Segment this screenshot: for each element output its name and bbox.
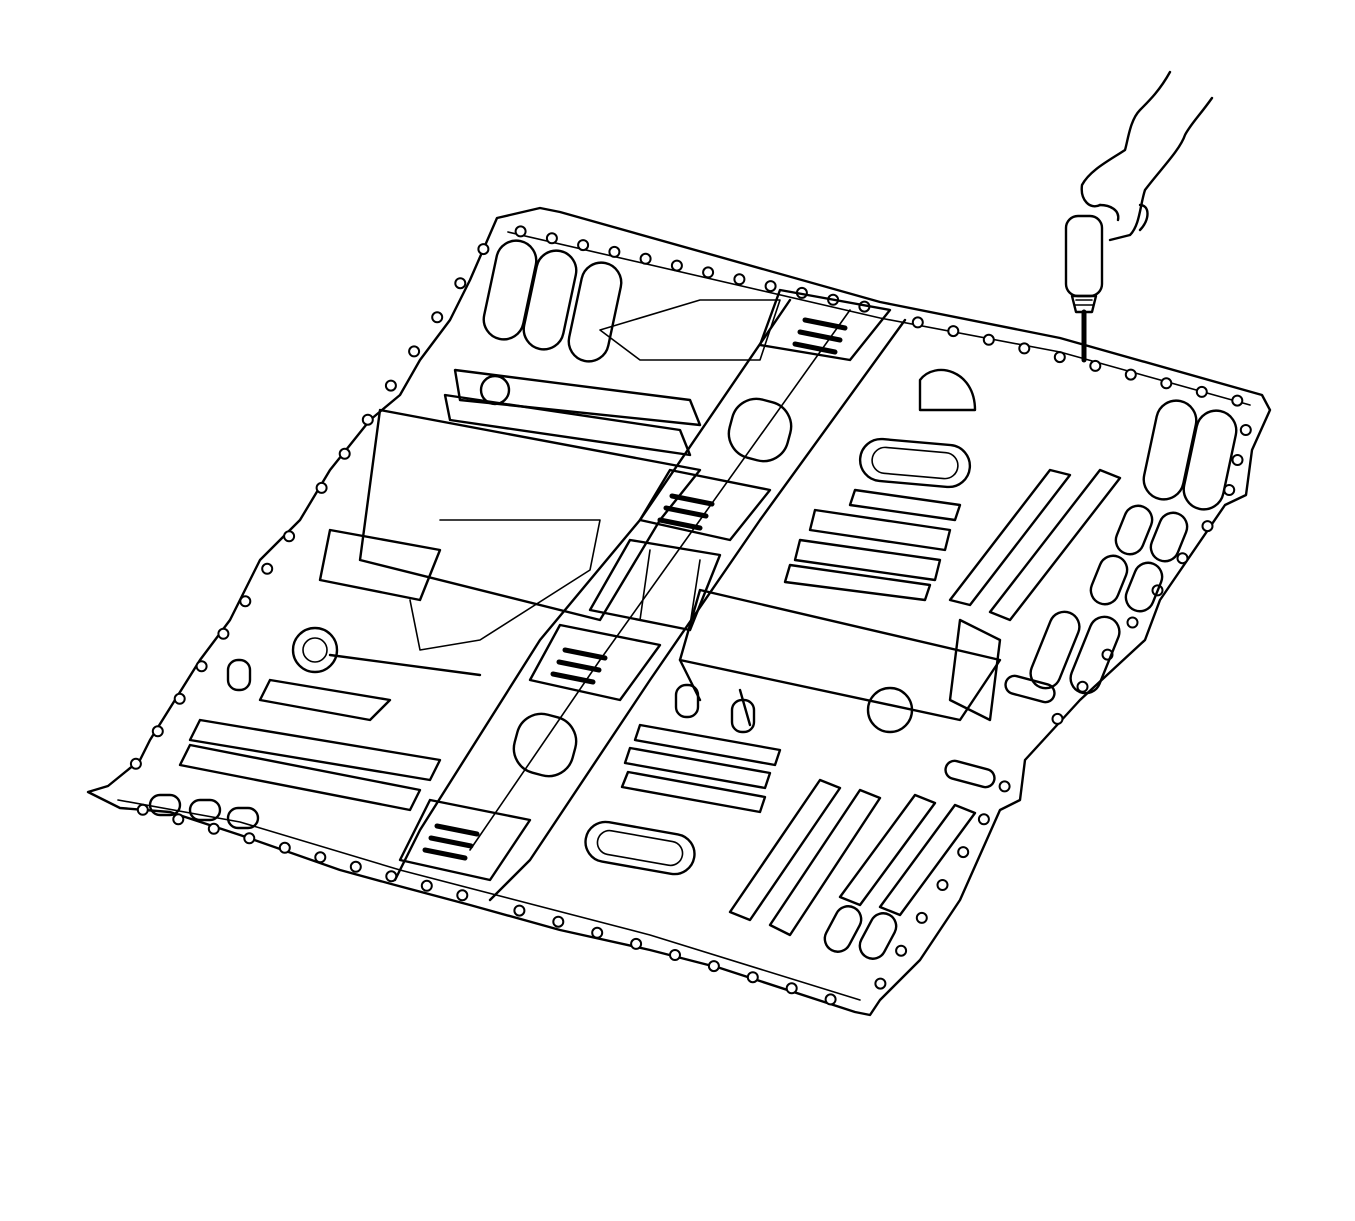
mounting-hole	[261, 562, 274, 575]
mounting-hole	[349, 860, 362, 873]
mounting-hole	[1201, 520, 1214, 533]
right-front-area	[783, 368, 1238, 602]
mounting-hole	[702, 266, 715, 279]
mounting-hole	[630, 937, 643, 950]
mounting-hole	[129, 757, 142, 770]
mounting-hole	[998, 780, 1011, 793]
mounting-hole	[669, 949, 681, 961]
mounting-hole	[1231, 454, 1244, 466]
mounting-hole	[338, 447, 351, 460]
mounting-hole	[911, 316, 924, 329]
mounting-hole	[608, 245, 621, 258]
mounting-hole	[1126, 616, 1139, 629]
mounting-hole	[431, 311, 444, 324]
mounting-hole	[746, 971, 759, 984]
mounting-hole	[239, 595, 252, 608]
mounting-hole	[151, 725, 164, 738]
mounting-hole	[1124, 368, 1137, 381]
mounting-hole	[1053, 351, 1066, 364]
right-diagonal-ribs	[948, 468, 1189, 695]
mounting-hole	[408, 345, 421, 358]
mounting-hole	[1239, 424, 1252, 436]
mounting-hole	[173, 692, 186, 705]
perimeter-holes	[129, 225, 1252, 1006]
mounting-hole	[591, 926, 604, 939]
mounting-hole	[670, 259, 683, 272]
mounting-hole	[545, 232, 558, 245]
mounting-hole	[1195, 385, 1208, 398]
mounting-hole	[384, 379, 397, 392]
mounting-hole	[957, 846, 970, 859]
mounting-hole	[733, 273, 746, 286]
mounting-hole	[243, 832, 256, 845]
mounting-hole	[982, 333, 995, 346]
mounting-hole	[315, 481, 328, 494]
hand-drill-tool	[1064, 70, 1214, 363]
mounting-hole	[1089, 359, 1102, 372]
mounting-hole	[283, 530, 296, 543]
mounting-hole	[936, 879, 949, 891]
mounting-hole	[977, 813, 990, 826]
mounting-hole	[1051, 712, 1064, 725]
mounting-hole	[136, 803, 149, 816]
central-tunnel	[393, 298, 907, 902]
mounting-hole	[1176, 552, 1189, 565]
mounting-hole	[785, 982, 798, 995]
mounting-hole	[361, 413, 374, 426]
mounting-hole	[707, 960, 720, 973]
rear-left-ribs	[148, 678, 442, 830]
left-seat-mount-area	[226, 408, 702, 692]
mounting-hole	[764, 280, 777, 293]
right-rear-brackets	[674, 588, 1056, 789]
mounting-hole	[513, 904, 526, 917]
mounting-hole	[1231, 394, 1244, 407]
mounting-hole	[207, 822, 220, 835]
mounting-hole	[947, 325, 960, 338]
rear-right-ribs	[584, 723, 977, 960]
mounting-hole	[1160, 377, 1173, 390]
mounting-hole	[314, 851, 327, 864]
mounting-hole	[895, 944, 908, 957]
mounting-hole	[420, 879, 433, 892]
mounting-hole	[1018, 342, 1031, 355]
mounting-hole	[172, 813, 185, 826]
mounting-hole	[874, 977, 887, 990]
mounting-hole	[824, 993, 837, 1006]
mounting-hole	[915, 911, 928, 924]
mounting-hole	[639, 252, 652, 265]
mounting-hole	[217, 627, 230, 640]
mounting-hole	[477, 243, 490, 256]
mounting-hole	[514, 225, 527, 238]
front-left-ribs	[443, 239, 781, 457]
mounting-hole	[456, 889, 469, 902]
mounting-hole	[577, 239, 590, 252]
mounting-hole	[278, 841, 291, 854]
mounting-hole	[552, 915, 565, 928]
floor-panel-outline	[86, 206, 1272, 1017]
mounting-hole	[195, 660, 208, 673]
mounting-hole	[454, 277, 467, 290]
